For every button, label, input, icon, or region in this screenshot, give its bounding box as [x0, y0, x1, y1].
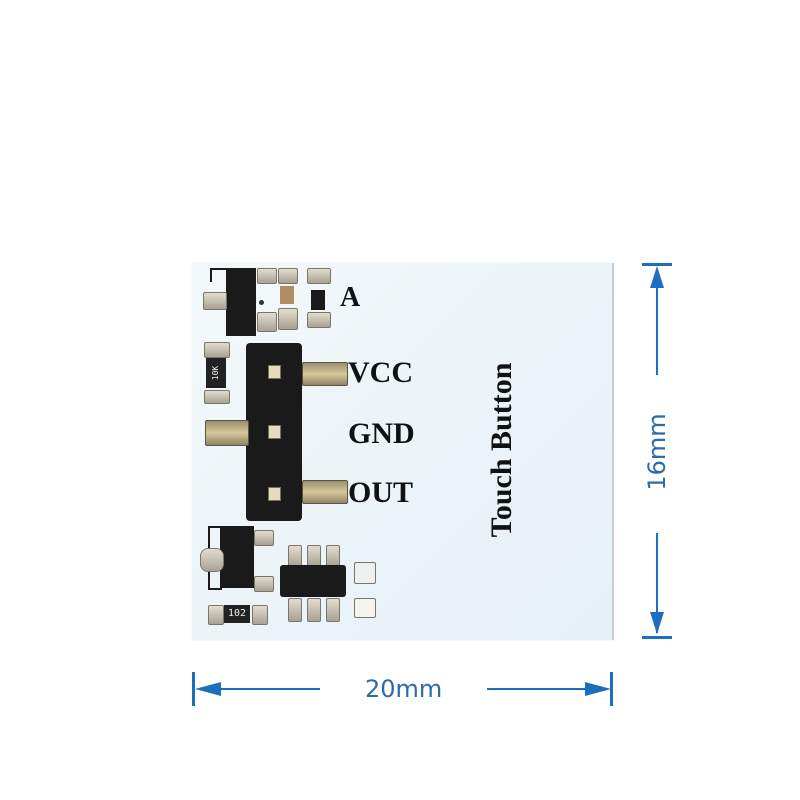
- smd-component: [354, 562, 376, 584]
- width-dimension-label: 20mm: [365, 675, 443, 703]
- silkscreen-outline-top: [210, 268, 226, 282]
- via: [259, 300, 264, 305]
- pad: [257, 312, 277, 332]
- pad: [307, 312, 331, 328]
- pin-label-out: OUT: [348, 476, 414, 509]
- resistor-10k: 10K: [206, 358, 226, 388]
- pad: [288, 545, 302, 567]
- board-title: Touch Button: [485, 362, 518, 538]
- ic-chip: [280, 565, 346, 597]
- pad: [307, 598, 321, 622]
- arrow-left-icon: [195, 682, 221, 696]
- dim-tick-right: [610, 672, 613, 706]
- arrow-up-icon: [650, 266, 664, 288]
- pad: [254, 576, 274, 592]
- pin-label-a: A: [340, 282, 361, 313]
- pad: [326, 545, 340, 567]
- resistor-10k-label: 10K: [210, 365, 220, 381]
- dim-line-vertical-top: [656, 270, 658, 375]
- dim-line-horizontal-right: [487, 688, 592, 690]
- resistor-a: [311, 290, 325, 310]
- resistor-102: 102: [224, 605, 250, 623]
- pin-vcc: [302, 362, 348, 386]
- pin-label-gnd: GND: [348, 417, 415, 450]
- pin-square-out: [268, 487, 281, 501]
- pad: [307, 545, 321, 567]
- pin-out: [302, 480, 348, 504]
- pad: [204, 390, 230, 404]
- pin-label-vcc: VCC: [348, 356, 413, 389]
- pad: [326, 598, 340, 622]
- arrow-down-icon: [650, 612, 664, 634]
- pad: [200, 548, 224, 572]
- pad: [254, 530, 274, 546]
- height-dimension-label: 16mm: [643, 413, 671, 491]
- dim-tick-top: [642, 263, 672, 266]
- pin-square-vcc: [268, 365, 281, 379]
- arrow-right-icon: [585, 682, 611, 696]
- pin-square-gnd: [268, 425, 281, 439]
- capacitor: [280, 286, 294, 304]
- pad: [257, 268, 277, 284]
- pad: [252, 605, 268, 625]
- dim-line-vertical-bottom: [656, 533, 658, 633]
- pad: [203, 292, 227, 310]
- pad: [307, 268, 331, 284]
- pad: [288, 598, 302, 622]
- dim-line-horizontal-left: [210, 688, 320, 690]
- smd-led: [354, 598, 376, 618]
- pad: [208, 605, 224, 625]
- pad: [204, 342, 230, 358]
- pad: [278, 268, 298, 284]
- resistor-102-label: 102: [227, 608, 247, 619]
- dim-tick-left: [192, 672, 195, 706]
- pin-gnd: [205, 420, 249, 446]
- pad: [278, 308, 298, 330]
- dim-tick-bottom: [642, 636, 672, 639]
- sot-transistor-top: [226, 268, 256, 336]
- sot-transistor-bottom: [220, 526, 254, 588]
